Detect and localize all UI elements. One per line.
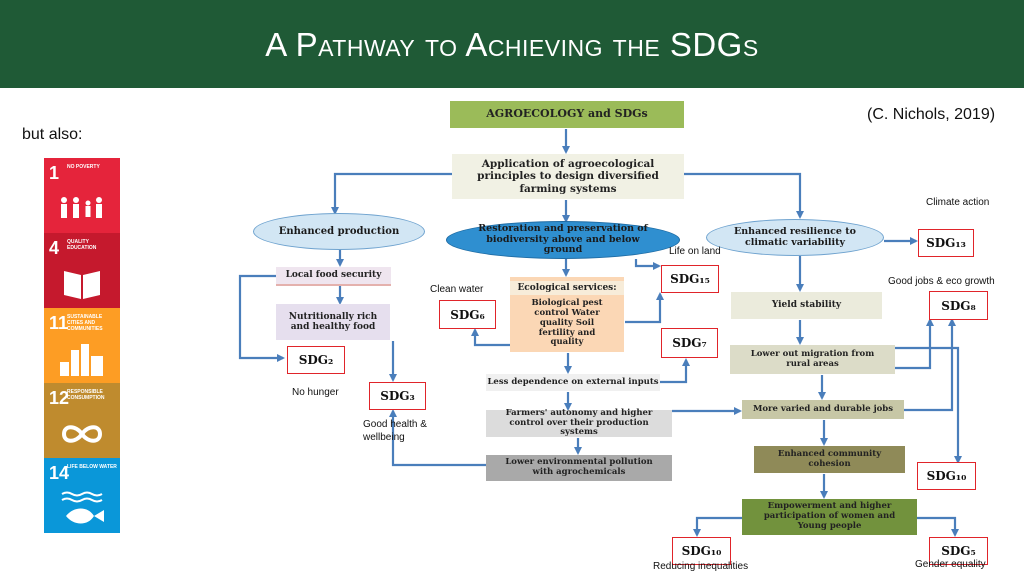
application-box: Application of agroecological principles… xyxy=(452,154,684,199)
sdg15-box: SDG₁₅ xyxy=(661,265,719,293)
enhanced-production-ellipse: Enhanced production xyxy=(253,213,425,250)
sdg6-box: SDG₆ xyxy=(439,300,496,329)
book-icon xyxy=(64,271,100,299)
sdg8-box: SDG₈ xyxy=(929,291,988,320)
reducing-inequalities-label: Reducing inequalities xyxy=(653,561,749,572)
yield-stability-box: Yield stability xyxy=(731,292,882,319)
infinity-icon xyxy=(61,425,103,443)
sdg7-box: SDG₇ xyxy=(661,328,718,358)
local-food-security-box: Local food security xyxy=(276,267,391,286)
tile-name: QUALITY EDUCATION xyxy=(67,239,97,251)
nutritionally-rich-box: Nutritionally rich and healthy food xyxy=(276,304,390,340)
tile-number: 11 xyxy=(49,313,69,333)
ecological-services-title: Ecological services: xyxy=(510,281,624,296)
sdg10-right-box: SDG₁₀ xyxy=(917,462,976,490)
community-cohesion-box: Enhanced community cohesion xyxy=(754,446,905,473)
tile-number: 1 xyxy=(49,163,60,183)
tile-number: 14 xyxy=(49,463,70,483)
sdg-tile-11: 11 SUSTAINABLE CITIES AND COMMUNITIES xyxy=(44,308,120,383)
sdg3-box: SDG₃ xyxy=(369,382,426,410)
sdg-tile-1: 1 NO POVERTY xyxy=(44,158,120,233)
sdg10-bottom-box: SDG₁₀ xyxy=(672,537,731,565)
empowerment-box: Empowerment and higher participation of … xyxy=(742,499,917,535)
sdg-tile-4: 4 QUALITY EDUCATION xyxy=(44,233,120,308)
lower-pollution-box: Lower environmental pollution with agroc… xyxy=(486,455,672,481)
enhanced-resilience-ellipse: Enhanced resilience to climatic variabil… xyxy=(706,219,884,256)
tile-name: RESPONSIBLE CONSUMPTION xyxy=(67,389,105,401)
sdg13-box: SDG₁₃ xyxy=(918,229,974,257)
tile-number: 12 xyxy=(49,388,70,408)
page-title: A Pathway to Achieving the SDGs xyxy=(265,26,759,63)
restoration-ellipse: Restoration and preservation of biodiver… xyxy=(446,221,680,259)
family-icon xyxy=(61,197,102,218)
good-health-label: Good health & wellbeing xyxy=(363,419,427,443)
life-on-land-label: Life on land xyxy=(669,246,721,257)
tile-name: SUSTAINABLE CITIES AND COMMUNITIES xyxy=(67,314,103,332)
tile-name: NO POVERTY xyxy=(67,164,100,170)
but-also-label: but also: xyxy=(22,126,83,143)
sdg-tile-14: 14 LIFE BELOW WATER xyxy=(44,458,120,533)
fish-icon xyxy=(61,491,104,524)
sdg5-box: SDG₅ xyxy=(929,537,988,565)
tile-name: LIFE BELOW WATER xyxy=(67,464,117,470)
tile-number: 4 xyxy=(49,238,60,258)
city-icon xyxy=(60,344,103,376)
gender-equality-label: Gender equality xyxy=(915,559,986,570)
no-hunger-label: No hunger xyxy=(292,387,339,398)
good-jobs-label: Good jobs & eco growth xyxy=(888,276,995,287)
sdg-tile-12: 12 RESPONSIBLE CONSUMPTION xyxy=(44,383,120,458)
climate-action-label: Climate action xyxy=(926,197,990,208)
sdg2-box: SDG₂ xyxy=(287,346,345,374)
agroecology-sdgs-box: AGROECOLOGY and SDGs xyxy=(450,101,684,128)
less-dependence-box: Less dependence on external inputs xyxy=(486,374,660,391)
citation: (C. Nichols, 2019) xyxy=(867,106,996,123)
header-bar xyxy=(0,0,1024,88)
clean-water-label: Clean water xyxy=(430,284,484,295)
ecological-services-box: Ecological services: Biological pest con… xyxy=(510,277,624,352)
lower-migration-box: Lower out migration from rural areas xyxy=(730,345,895,374)
more-varied-jobs-box: More varied and durable jobs xyxy=(742,400,904,419)
ecological-services-body: Biological pest control Water quality So… xyxy=(531,298,603,348)
farmers-autonomy-box: Farmers' autonomy and higher control ove… xyxy=(486,408,672,437)
